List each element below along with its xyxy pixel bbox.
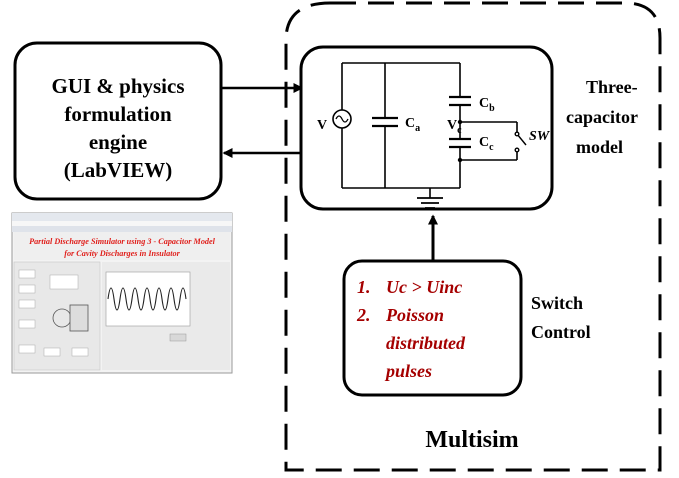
screenshot-title-line-2: for Cavity Discharges in Insulator	[64, 249, 180, 258]
gui-engine-line-2: formulation	[64, 102, 172, 126]
list-item-1-text: Uc > Uinc	[386, 277, 462, 297]
plot-trace	[107, 287, 187, 311]
source-label: V	[317, 118, 327, 133]
sine-wave-icon	[335, 115, 349, 123]
gui-engine-line-1: GUI & physics	[51, 74, 184, 98]
node-dot	[457, 157, 463, 163]
multisim-label: Multisim	[425, 427, 518, 453]
node-v-label: Vc	[447, 118, 462, 136]
switch-control-line-2: Control	[531, 322, 591, 342]
model-label-line-3: model	[576, 137, 623, 157]
list-item-2-line-3: pulses	[384, 361, 432, 381]
labview-screenshot: Partial Discharge Simulator using 3 - Ca…	[11, 212, 233, 374]
gui-engine-line-3: engine	[89, 130, 147, 154]
switch-control-line-1: Switch	[531, 293, 583, 313]
list-item-2-line-1: Poisson	[385, 305, 444, 325]
model-label-line-1: Three-	[586, 77, 638, 97]
circuit-box	[299, 45, 554, 211]
gui-engine-line-4: (LabVIEW)	[64, 158, 173, 182]
capacitor-plates	[372, 95, 471, 149]
switch-label: SW	[529, 129, 551, 144]
multisim-boundary	[284, 1, 662, 472]
cap-c-label: Cc	[479, 135, 494, 153]
gui-engine-box	[13, 41, 223, 201]
model-label-line-2: capacitor	[566, 107, 638, 127]
list-item-1-number: 1.	[357, 277, 371, 297]
cap-a-label: Ca	[405, 116, 420, 134]
switch-control-box	[342, 259, 523, 397]
list-item-2-line-2: distributed	[386, 333, 466, 353]
ground-icon	[417, 197, 443, 209]
screenshot-title-line-1: Partial Discharge Simulator using 3 - Ca…	[29, 237, 216, 246]
circuit-wiring	[341, 62, 518, 198]
node-dot	[457, 119, 463, 125]
list-item-2-number: 2.	[356, 305, 371, 325]
switch-icon	[514, 131, 527, 153]
cap-b-label: Cb	[479, 96, 495, 114]
